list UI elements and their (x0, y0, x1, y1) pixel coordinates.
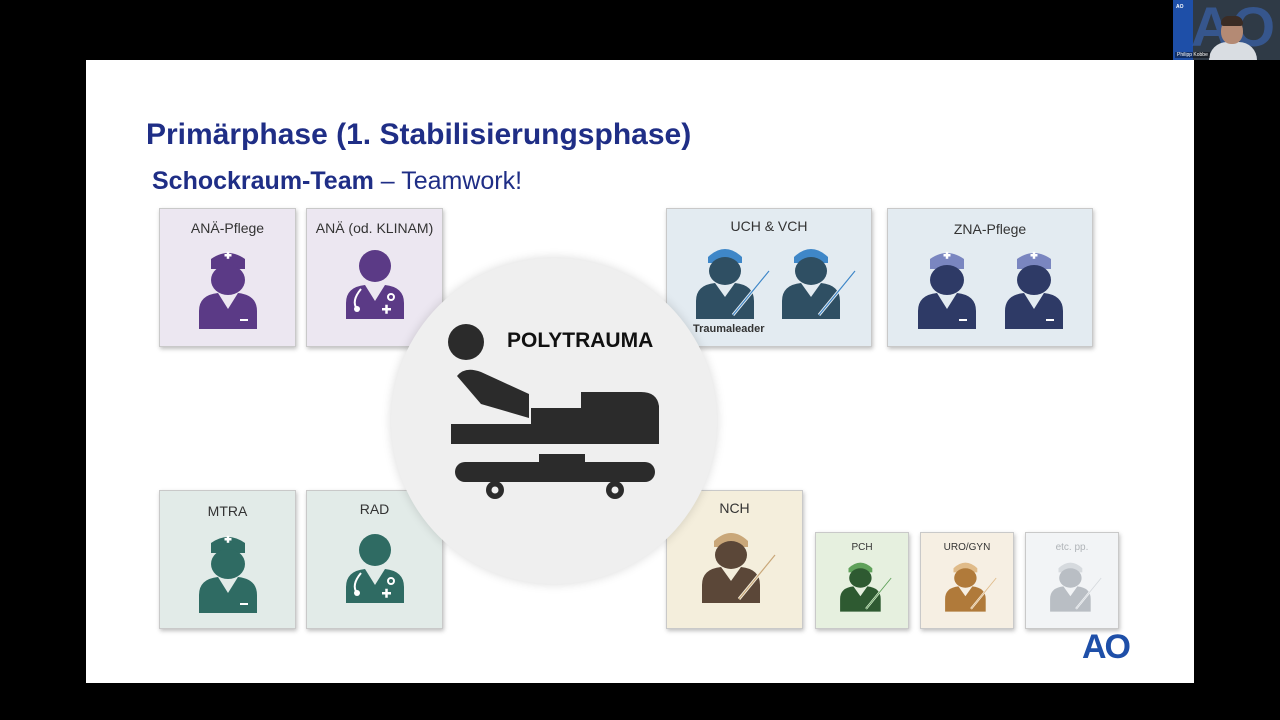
nurse-icon (1002, 249, 1066, 329)
surgeon-icon (943, 557, 999, 613)
card-label: ANÄ-Pflege (160, 220, 295, 236)
participant-video-tile[interactable]: AO AO Philipp Kobbe (1173, 0, 1280, 60)
surgeon-icon (1048, 557, 1104, 613)
card-label: ZNA-Pflege (888, 221, 1092, 237)
presentation-slide: Primärphase (1. Stabilisierungsphase) Sc… (86, 60, 1194, 683)
card-zna-pflege: ZNA-Pflege (887, 208, 1093, 347)
card-label: ANÄ (od. KLINAM) (307, 220, 442, 236)
ao-logo: AO (1082, 628, 1129, 667)
surgeon-icon (838, 557, 894, 613)
traumaleader-label: Traumaleader (693, 323, 765, 335)
card-label: MTRA (160, 503, 295, 519)
surgeon-icon (779, 241, 859, 321)
subtitle-bold: Schockraum-Team (152, 167, 374, 195)
card-mtra: MTRA (159, 490, 296, 629)
participant-body (1209, 42, 1257, 60)
slide-title: Primärphase (1. Stabilisierungsphase) (146, 118, 691, 152)
card-label: etc. pp. (1026, 542, 1118, 553)
card-uch-vch: UCH & VCH Traumaleader (666, 208, 872, 347)
card-etc: etc. pp. (1025, 532, 1119, 629)
hospital-bed-icon (441, 324, 671, 504)
doctor-icon (343, 249, 407, 321)
card-ana-pflege: ANÄ-Pflege (159, 208, 296, 347)
card-label: PCH (816, 542, 908, 553)
nurse-icon (915, 249, 979, 329)
nurse-icon (196, 533, 260, 613)
card-label: UCH & VCH (667, 218, 871, 234)
card-label: URO/GYN (921, 542, 1013, 553)
participant-hair (1221, 16, 1243, 26)
surgeon-icon (699, 525, 779, 605)
card-pch: PCH (815, 532, 909, 629)
polytrauma-circle: POLYTRAUMA (391, 258, 717, 584)
participant-name: Philipp Kobbe (1175, 52, 1210, 58)
doctor-icon (343, 533, 407, 605)
ao-logo-strip: AO (1173, 0, 1193, 60)
card-uro-gyn: URO/GYN (920, 532, 1014, 629)
nurse-icon (196, 249, 260, 329)
slide-subtitle: Schockraum-Team – Teamwork! (152, 167, 522, 196)
surgeon-icon (693, 241, 773, 321)
subtitle-rest: – Teamwork! (374, 167, 522, 195)
